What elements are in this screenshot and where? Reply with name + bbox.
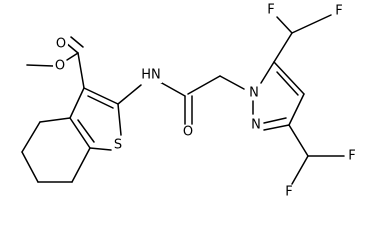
bond-pyrazole-n1-c5: [260, 61, 275, 84]
atom-f-top-left: F: [264, 3, 278, 18]
atom-f-bottom-right: F: [345, 149, 359, 164]
bond-ring-c3a-c4: [39, 117, 71, 123]
bond-thiophene-c3-c2: [83, 87, 119, 105]
bond-methyl-oxygen: [26, 64, 54, 67]
atom-label-f-bottom-left: F: [285, 185, 292, 200]
bond-pyrazole-c3-n2-2: [263, 117, 287, 124]
atom-label-n2-pyrazole: N: [251, 118, 261, 133]
bond-top-chf2-f-right: [291, 14, 332, 34]
atom-n2-pyrazole: N: [249, 118, 263, 133]
atom-label-n1-pyrazole: N: [249, 86, 259, 101]
bond-thiophene-c3a-c7a: [69, 117, 91, 149]
bond-pyrazole-c4-c3: [288, 93, 305, 126]
atom-label-f-bottom-right: F: [348, 149, 355, 164]
bond-c2-nh: [117, 84, 142, 105]
bond-ring-c4-c5: [21, 121, 41, 153]
atom-o-ester-ether: O: [53, 59, 67, 74]
atom-label-o-amide: O: [183, 125, 193, 140]
bond-pyrazole-c5-c4-inner: [276, 71, 299, 96]
bond-c5-chf2: [273, 32, 293, 63]
bond-ring-c7-c7a: [71, 147, 91, 183]
atom-label-o-ester-ether: O: [55, 59, 65, 74]
bond-carbonyl-ch2: [187, 75, 221, 95]
atom-n1-pyrazole: N: [247, 86, 261, 101]
bond-thiophene-c3-c3a: [69, 87, 85, 119]
molecule-diagram: O O HN S O N N F: [21, 2, 359, 200]
bond-ester-carbonyl-1: [65, 42, 79, 54]
atom-o-amide: O: [181, 125, 195, 140]
bond-ester-carbonyl-2: [70, 36, 84, 48]
bond-pyrazole-c3-n2-1: [263, 124, 290, 131]
atom-f-top-right: F: [332, 4, 346, 19]
bond-ring-c5-c6: [21, 151, 39, 183]
atom-label-f-top-left: F: [267, 3, 274, 18]
atom-label-s-thiophene: S: [114, 138, 122, 153]
atom-label-f-top-right: F: [335, 4, 342, 19]
atom-o-carbonyl-ester: O: [54, 37, 68, 52]
bond-lines: [21, 14, 345, 185]
atom-s-thiophene: S: [111, 138, 125, 153]
bond-top-chf2-f-left: [276, 16, 293, 34]
atom-label-nh-amide: HN: [141, 68, 161, 83]
atom-labels: O O HN S O N N F: [53, 3, 359, 200]
bond-ch2-n1: [219, 75, 245, 90]
atom-label-o-carbonyl-ester: O: [56, 37, 66, 52]
bond-ester-oxygen-carbon: [66, 52, 79, 61]
bond-c3-chf2: [288, 124, 309, 157]
atom-nh-amide: HN: [140, 67, 162, 83]
bond-thiophene-s-c7a: [89, 147, 112, 151]
bond-pyrazole-c5-c4: [273, 61, 305, 95]
bond-thiophene-c2-s: [117, 103, 122, 136]
bond-nh-carbonyl: [159, 81, 186, 97]
bond-thiophene-c3a-c7a-inner: [77, 119, 95, 143]
atom-f-bottom-left: F: [282, 185, 296, 200]
bond-bottom-chf2-f-left: [291, 155, 309, 185]
bond-ester-to-ring: [77, 52, 85, 89]
bond-thiophene-c3-c2-inner: [87, 95, 114, 109]
